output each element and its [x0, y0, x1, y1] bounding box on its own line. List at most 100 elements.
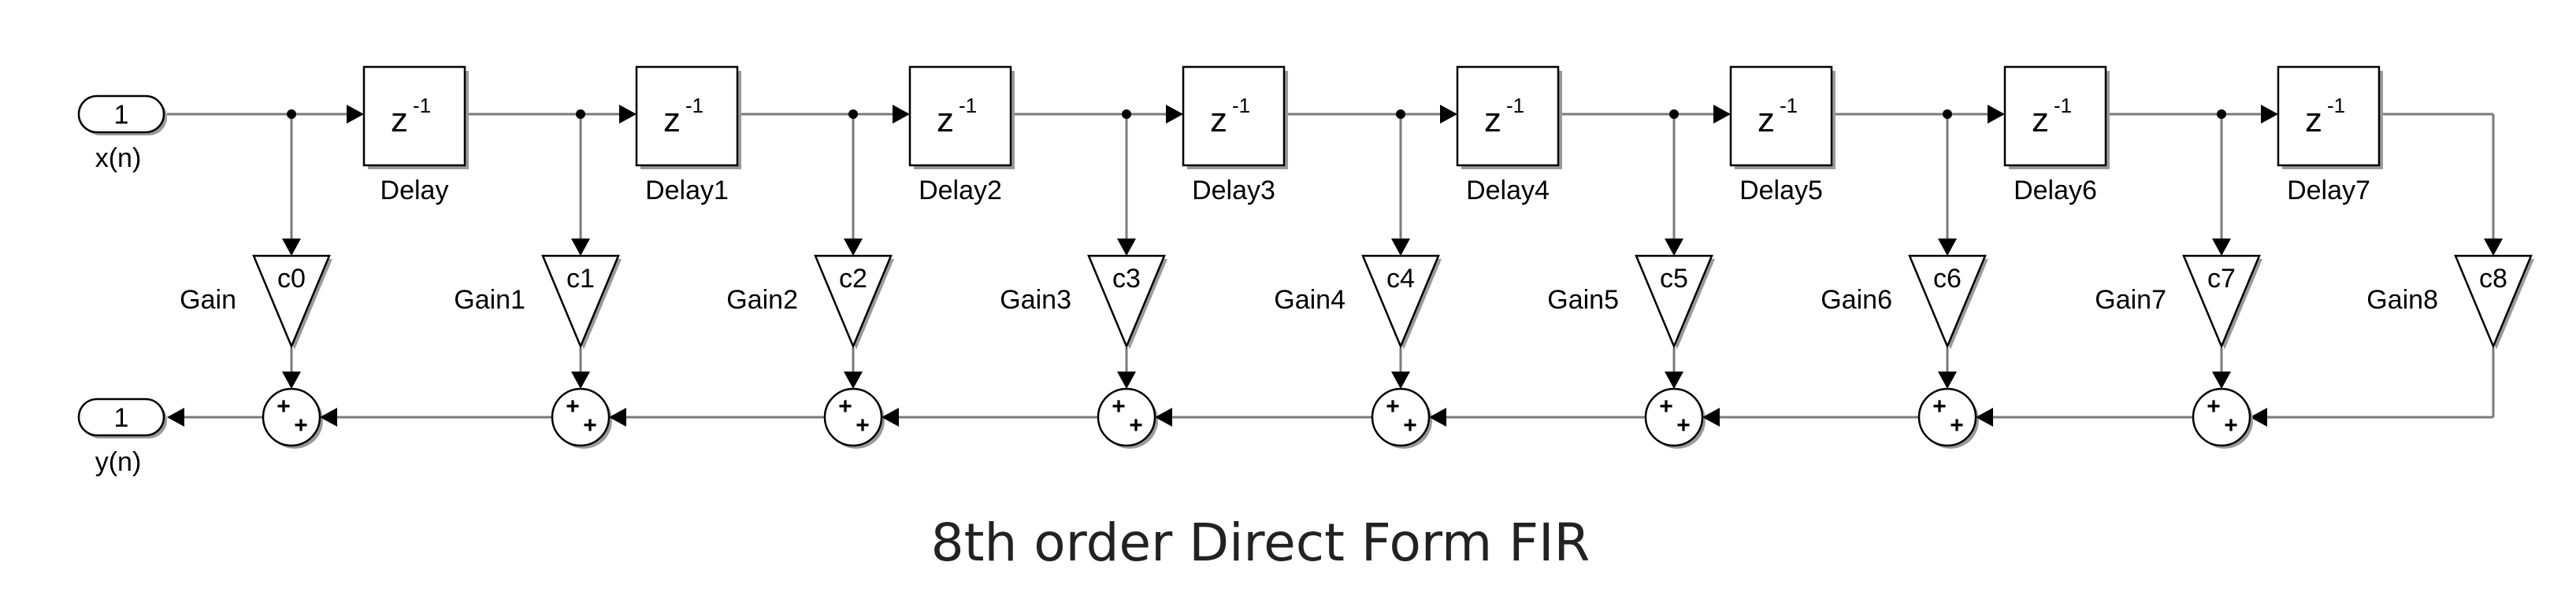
gain-coefficient: c2: [839, 264, 867, 294]
gain-block[interactable]: c6: [1908, 254, 1988, 350]
sum-block[interactable]: ++: [823, 387, 885, 449]
arrow-into-gain: [2212, 239, 2231, 256]
delay-exponent: -1: [2054, 94, 2072, 117]
arrow-into-gain: [1665, 239, 1683, 256]
delay-label: Delay: [380, 176, 449, 205]
sum-sign: +: [1950, 412, 1964, 438]
arrow-into-delay: [1166, 105, 1183, 124]
gain-block-shape: [252, 254, 331, 350]
delay-block[interactable]: z-1: [362, 65, 469, 169]
arrow-into-delay: [1440, 105, 1457, 124]
gain-coefficient: c1: [566, 264, 595, 294]
delay-block-shape: [635, 65, 739, 167]
delay-block-shape: [1729, 65, 1833, 167]
gain-label: Gain3: [1000, 285, 1071, 315]
gain-coefficient: c3: [1112, 264, 1141, 294]
gain-block[interactable]: c4: [1361, 254, 1442, 350]
arrow-into-sum: [1429, 408, 1446, 427]
gain-block[interactable]: c2: [814, 254, 894, 350]
delay-symbol: z: [2305, 101, 2322, 139]
sum-block[interactable]: ++: [551, 387, 612, 449]
arrow-into-delay: [1713, 105, 1731, 124]
delay-block-shape: [2003, 65, 2107, 167]
arrow-into-gain: [571, 239, 590, 256]
output-port-number: 1: [114, 403, 129, 433]
gain-label: Gain1: [454, 285, 525, 315]
sum-sign: +: [838, 394, 852, 420]
delay-exponent: -1: [685, 94, 703, 117]
gain-label: Gain: [180, 285, 236, 315]
delay-label: Delay2: [919, 176, 1002, 205]
tap-junction: [1943, 109, 1952, 119]
gain-coefficient: c7: [2207, 264, 2236, 294]
delay-symbol: z: [1758, 101, 1775, 139]
tap-junction: [1396, 109, 1405, 119]
tap-junction: [848, 109, 858, 119]
tap-junction: [1669, 109, 1679, 119]
delay-block[interactable]: z-1: [2003, 65, 2110, 169]
sum-block-shape: [1917, 387, 1977, 447]
input-port-shape: [77, 94, 165, 134]
delay-block-shape: [1456, 65, 1560, 167]
arrow-into-sum: [882, 408, 899, 427]
delay-block[interactable]: z-1: [908, 65, 1015, 169]
output-port[interactable]: 1: [77, 398, 167, 438]
sum-sign: +: [2224, 412, 2238, 438]
arrow-into-gain8: [2484, 239, 2503, 256]
gain-block[interactable]: c3: [1087, 254, 1167, 350]
sum-sign: +: [1676, 412, 1691, 438]
arrow-into-sum: [1391, 372, 1410, 389]
sum-block-shape: [2192, 387, 2251, 447]
diagram-title: 8th order Direct Form FIR: [931, 512, 1591, 573]
sum-sign: +: [294, 412, 308, 438]
delay-exponent: -1: [1780, 94, 1798, 117]
delay-block[interactable]: z-1: [635, 65, 741, 169]
gain-coefficient: c5: [1660, 264, 1688, 294]
arrow-into-sum: [1938, 372, 1957, 389]
sum-sign: +: [1129, 412, 1143, 438]
arrow-into-sum: [2212, 372, 2231, 389]
tap-junction: [2217, 109, 2226, 119]
sum-block[interactable]: ++: [2192, 387, 2253, 449]
arrow-into-sum: [1155, 408, 1172, 427]
arrow-into-sum: [1702, 408, 1720, 427]
arrow-into-sum: [1665, 372, 1683, 389]
gain-block[interactable]: c0: [252, 254, 332, 350]
gain-block[interactable]: c8: [2454, 254, 2534, 350]
gain-coefficient: c0: [277, 264, 306, 294]
input-port[interactable]: 1: [77, 94, 167, 135]
sum-block[interactable]: ++: [262, 387, 323, 449]
gain-block[interactable]: c1: [541, 254, 622, 350]
signal-wires: [167, 113, 2495, 419]
sum-sign: +: [277, 394, 291, 420]
sum-block[interactable]: ++: [1917, 387, 1979, 449]
delay-block[interactable]: z-1: [1729, 65, 1835, 169]
sum-block[interactable]: ++: [1371, 387, 1432, 449]
delay-label: Delay1: [645, 176, 729, 205]
delay-label: Delay5: [1739, 176, 1823, 205]
arrow-into-sum: [2250, 408, 2267, 427]
arrow-into-delay: [893, 105, 910, 124]
delay-exponent: -1: [1506, 94, 1524, 117]
delay-block[interactable]: z-1: [1456, 65, 1562, 169]
arrow-into-output: [167, 408, 184, 427]
sum-sign: +: [1403, 412, 1417, 438]
sum-block[interactable]: ++: [1097, 387, 1158, 449]
sum-sign: +: [1112, 394, 1126, 420]
delay-block[interactable]: z-1: [2277, 65, 2383, 169]
gain-block-shape: [814, 254, 893, 350]
sum-sign: +: [1932, 394, 1947, 420]
gain-block[interactable]: c7: [2182, 254, 2262, 350]
sum-block-shape: [1097, 387, 1156, 447]
gain-block-shape: [1361, 254, 1440, 350]
delay-block[interactable]: z-1: [1182, 65, 1288, 169]
arrow-into-sum: [1976, 408, 1993, 427]
delay-label: Delay6: [2014, 176, 2097, 205]
sum-block[interactable]: ++: [1644, 387, 1706, 449]
gain-block[interactable]: c5: [1635, 254, 1715, 350]
delay-symbol: z: [391, 101, 408, 139]
arrow-into-gain: [282, 239, 301, 256]
arrow-into-sum: [282, 372, 301, 389]
gain-coefficient: c4: [1386, 264, 1415, 294]
